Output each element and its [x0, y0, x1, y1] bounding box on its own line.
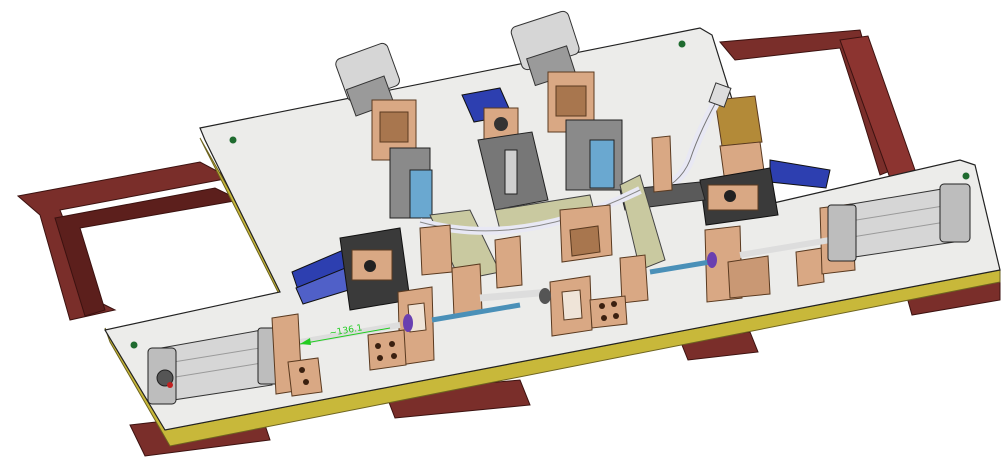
toggle-clamp-center	[461, 87, 549, 211]
plate-hole	[962, 172, 970, 180]
toggle-clamp-right	[699, 159, 831, 226]
plate-hole	[130, 341, 138, 349]
clamp-pad-left	[367, 329, 407, 371]
frame-rail-left	[16, 161, 232, 321]
base-frame	[16, 29, 1001, 457]
piston-rods	[299, 237, 831, 345]
clamp-pad-front	[589, 295, 628, 329]
cylinder-right-front	[827, 183, 971, 262]
toggle-clamp-left	[291, 227, 411, 311]
plate-hole	[229, 136, 237, 144]
rear-cylinder-right	[510, 10, 623, 191]
plate-hole	[678, 40, 686, 48]
rear-cylinder-left	[335, 42, 433, 219]
cylinder-left-front	[147, 313, 323, 405]
base-plate	[104, 27, 1001, 447]
frame-rail-left-inner	[54, 187, 242, 317]
plate-top	[104, 27, 1001, 431]
locating-blocks	[367, 135, 856, 371]
